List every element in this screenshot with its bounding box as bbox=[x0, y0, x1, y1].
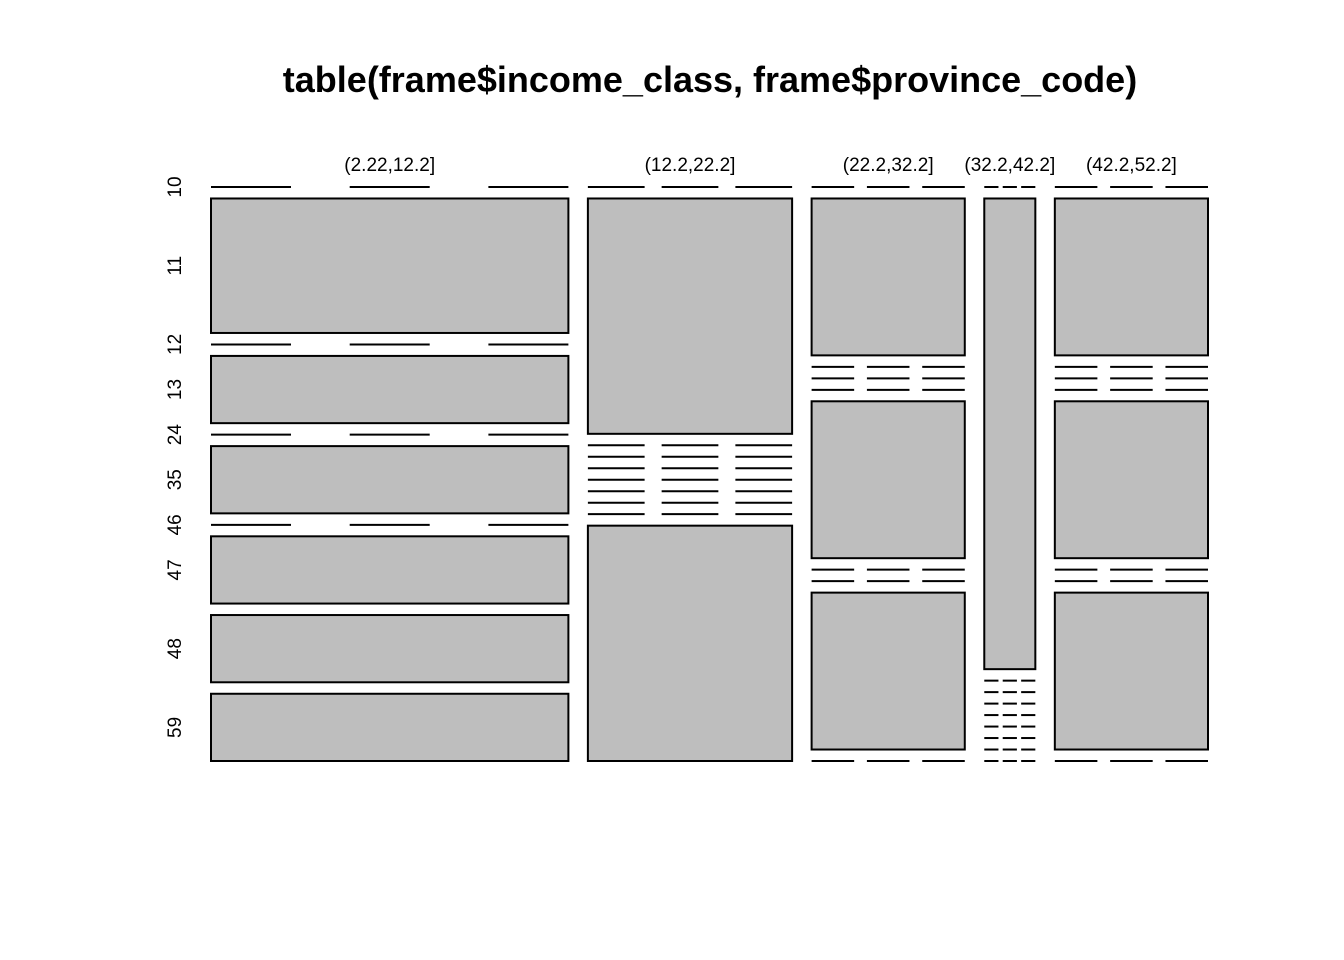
row-label: 10 bbox=[165, 176, 186, 197]
mosaic-tile bbox=[586, 524, 794, 762]
column-label: (32.2,42.2] bbox=[964, 155, 1055, 176]
row-label: 48 bbox=[165, 638, 186, 659]
row-label: 35 bbox=[165, 469, 186, 490]
row-label: 11 bbox=[165, 256, 186, 276]
mosaic-tile bbox=[210, 354, 570, 425]
axis-labels: (2.22,12.2] (12.2,22.2] (22.2,32.2] (32.2,4… bbox=[165, 155, 1177, 738]
column-label: (42.2,52.2] bbox=[1086, 155, 1177, 176]
row-label: 24 bbox=[165, 424, 186, 446]
column-label: (12.2,22.2] bbox=[645, 155, 736, 176]
mosaic-tile bbox=[210, 692, 570, 763]
mosaic-tile bbox=[210, 535, 570, 605]
mosaic-tile bbox=[1053, 591, 1210, 751]
mosaic-tile bbox=[210, 197, 570, 334]
row-label: 59 bbox=[165, 717, 186, 738]
column-label: (2.22,12.2] bbox=[344, 155, 435, 176]
mosaic-tile bbox=[810, 400, 966, 560]
row-label: 13 bbox=[165, 379, 186, 400]
row-label: 46 bbox=[165, 514, 186, 535]
column-label: (22.2,32.2] bbox=[843, 155, 934, 176]
mosaic-tile bbox=[210, 445, 570, 515]
chart-title: table(frame$income_class, frame$province… bbox=[283, 59, 1137, 100]
row-label: 12 bbox=[165, 334, 186, 355]
mosaic-tile bbox=[586, 197, 794, 435]
mosaic-tile bbox=[1053, 400, 1210, 560]
mosaic-tile bbox=[1053, 197, 1210, 357]
row-label: 47 bbox=[165, 559, 186, 580]
mosaic-tile bbox=[983, 197, 1037, 671]
mosaic-tile bbox=[810, 197, 966, 357]
mosaic-tiles bbox=[210, 186, 1210, 763]
mosaic-tile bbox=[810, 591, 966, 751]
mosaic-tile bbox=[210, 614, 570, 684]
